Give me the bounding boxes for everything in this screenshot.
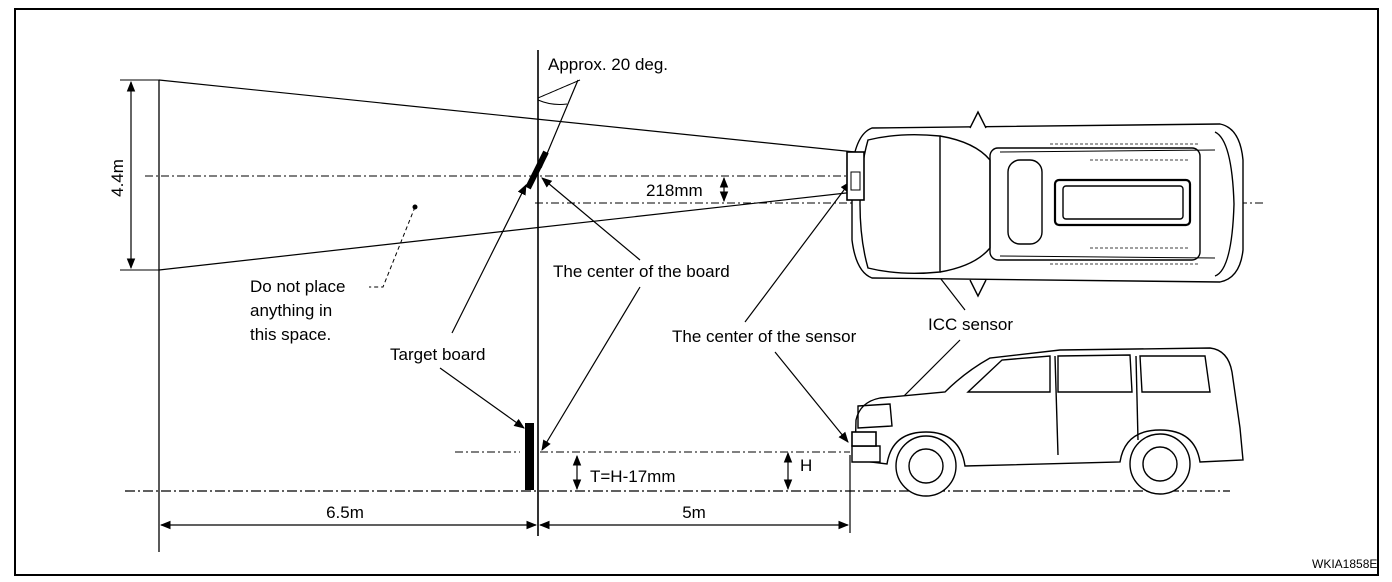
- figure-code: WKIA1858E: [1312, 557, 1377, 571]
- icc-sensor-label: ICC sensor: [928, 315, 1013, 334]
- angle-leader: [537, 79, 581, 99]
- center-board-leader-side: [541, 286, 641, 451]
- center-board-leader-top: [541, 177, 641, 261]
- icc-sensor-top-view: [846, 151, 865, 201]
- dimension-5m-label: 5m: [682, 503, 706, 522]
- do-not-place-leader: [369, 206, 416, 288]
- do-not-place-line-2: anything in: [250, 301, 332, 320]
- dimension-h-label: H: [800, 456, 812, 475]
- target-board-angle-line: [540, 79, 579, 169]
- target-board-label: Target board: [390, 345, 485, 364]
- center-sensor-label: The center of the sensor: [672, 327, 857, 346]
- target-board-leader-top: [451, 184, 527, 334]
- zone-boundary-upper: [158, 79, 856, 153]
- target-board-top-view: [525, 150, 549, 190]
- vehicle-top-view: [851, 110, 1244, 298]
- dimension-t-label: T=H-17mm: [590, 467, 675, 486]
- do-not-place-line-3: this space.: [250, 325, 331, 344]
- diagram-frame: [14, 8, 1379, 576]
- icc-sensor-top-core: [850, 171, 861, 191]
- do-not-place-line-1: Do not place: [250, 277, 345, 296]
- angle-label: Approx. 20 deg.: [548, 55, 668, 74]
- dimension-4-4m-label: 4.4m: [108, 159, 127, 197]
- dimension-218mm-label: 218mm: [646, 181, 703, 200]
- vehicle-top-details: [1050, 143, 1200, 265]
- vehicle-side-view: [851, 347, 1244, 497]
- center-sensor-leader-side: [774, 351, 849, 443]
- target-board-leader-side: [439, 367, 525, 429]
- zone-boundary-lower: [158, 191, 856, 271]
- target-board-side-view: [525, 423, 534, 490]
- angle-arc: [537, 99, 568, 105]
- dimension-6-5m-label: 6.5m: [326, 503, 364, 522]
- center-sensor-leader-top: [744, 181, 851, 323]
- center-board-label: The center of the board: [553, 262, 730, 281]
- icc-sensor-side-view: [851, 431, 877, 447]
